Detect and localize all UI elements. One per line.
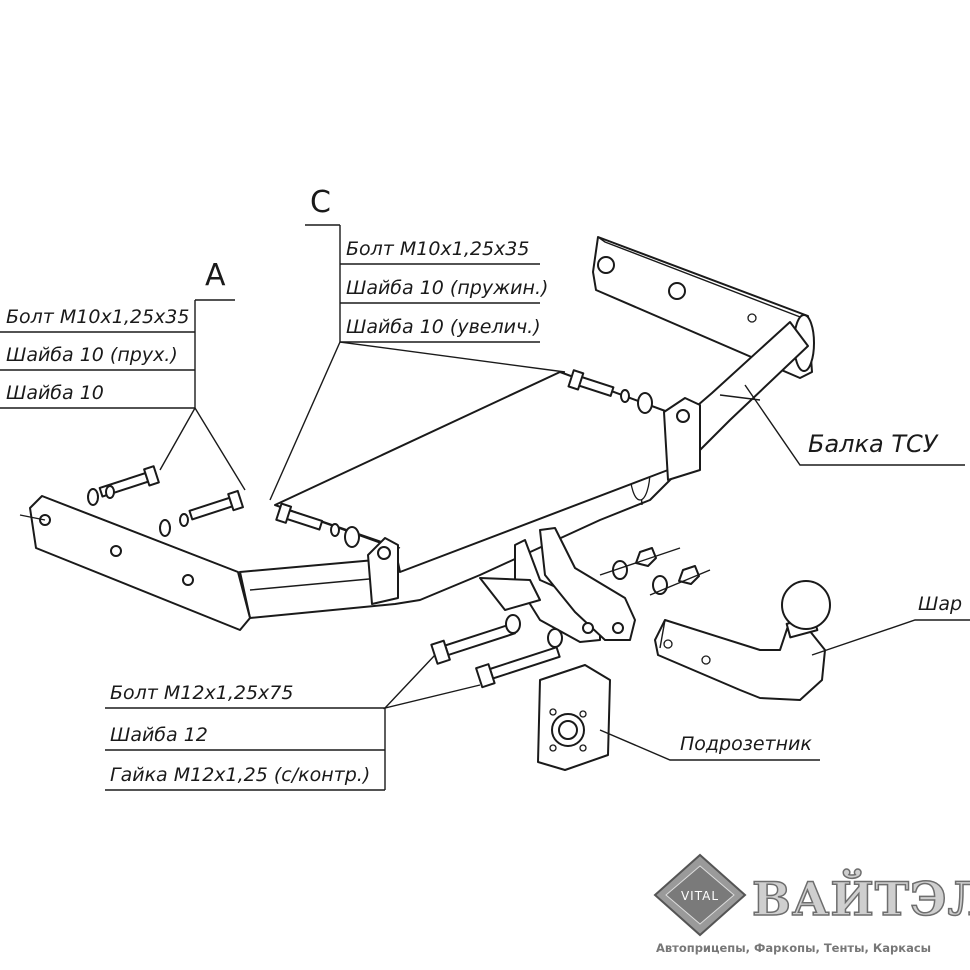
callout-bottom-line-2: Шайба 12 <box>110 724 208 746</box>
logo-brand-name: ВАЙТЭЛ <box>752 868 970 926</box>
bolt-set-a <box>87 465 244 537</box>
callout-c-letter: C <box>310 185 331 220</box>
callout-c: C Болт M10x1,25x35 Шайба 10 (пружин.) Ша… <box>269 185 566 501</box>
label-socket-plate: Подрозетник <box>599 729 820 761</box>
callout-c-line-2: Шайба 10 (пружин.) <box>346 277 548 299</box>
callout-a-line-2: Шайба 10 (прух.) <box>6 344 178 366</box>
callout-c-line-3: Шайба 10 (увелич.) <box>346 316 541 338</box>
callout-a-line-1: Болт M10x1,25x35 <box>6 306 189 328</box>
beam-label: Балка ТСУ <box>808 430 939 458</box>
label-ball: Шар <box>811 593 970 656</box>
callout-c-line-1: Болт M10x1,25x35 <box>346 238 529 260</box>
callout-a: A Болт M10x1,25x35 Шайба 10 (прух.) Шайб… <box>0 258 246 491</box>
left-bracket-plate <box>19 495 251 631</box>
logo-mark-text: VITAL <box>681 889 719 903</box>
callout-a-line-3: Шайба 10 <box>6 382 104 404</box>
lower-bolts <box>430 547 711 689</box>
logo-tagline: Автоприцепы, Фаркопы, Тенты, Каркасы <box>656 941 931 955</box>
callout-bottom: Болт M12x1,25x75 Шайба 12 Гайка M12x1,25… <box>105 654 481 791</box>
socket-plate-label: Подрозетник <box>680 733 812 755</box>
vital-logo: VITAL ВАЙТЭЛ Автоприцепы, Фаркопы, Тенты… <box>653 853 970 955</box>
callout-bottom-line-1: Болт M12x1,25x75 <box>110 682 293 704</box>
callout-bottom-line-3: Гайка M12x1,25 (с/контр.) <box>110 764 370 786</box>
side-lugs <box>367 397 701 605</box>
callout-a-letter: A <box>205 258 226 293</box>
label-beam: Балка ТСУ <box>744 384 965 466</box>
tow-ball-hook <box>654 580 831 701</box>
socket-plate <box>537 664 611 771</box>
lower-brackets <box>479 527 636 643</box>
cross-plate <box>274 371 669 573</box>
bolt-set-c <box>275 369 653 548</box>
ball-label: Шар <box>918 593 962 615</box>
